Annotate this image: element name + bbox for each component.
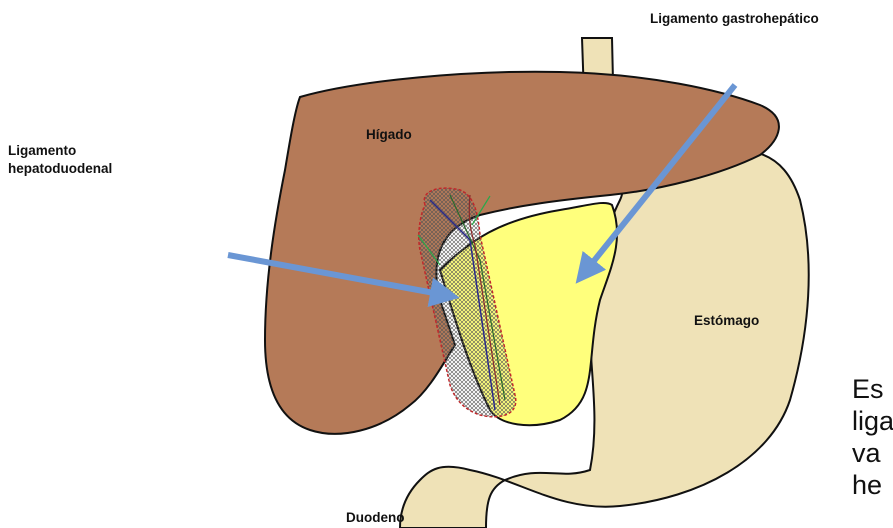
side-text-line2: liga [852,406,893,437]
label-gastrohepatic-ligament: Ligamento gastrohepático [650,10,819,28]
label-liver: Hígado [366,126,412,144]
label-duodenum: Duodeno [346,509,405,527]
label-hepatoduodenal-line1: Ligamento [8,142,76,160]
side-text-line3: va [852,438,881,469]
label-stomach: Estómago [694,312,759,330]
side-text-line4: he [852,470,882,501]
side-text-line1: Es [852,374,884,405]
label-hepatoduodenal-line2: hepatoduodenal [8,160,112,178]
